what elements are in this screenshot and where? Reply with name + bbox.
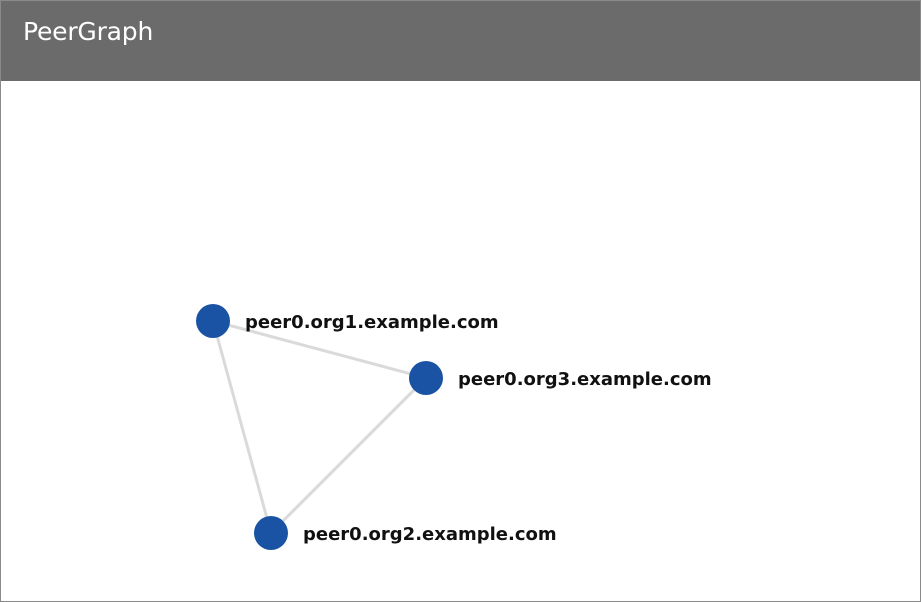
peer-node-circle[interactable] <box>254 516 288 550</box>
peer-node-circle[interactable] <box>409 361 443 395</box>
peer-node-label: peer0.org3.example.com <box>458 369 712 390</box>
graph-edge-org1-org3 <box>212 319 427 380</box>
panel-title: PeerGraph <box>23 17 154 46</box>
peer-node-org2[interactable]: peer0.org2.example.com <box>254 516 557 550</box>
peer-node-org3[interactable]: peer0.org3.example.com <box>409 361 712 395</box>
graph-canvas[interactable]: peer0.org1.example.com peer0.org3.example… <box>1 81 920 601</box>
peer-node-label: peer0.org1.example.com <box>245 312 499 333</box>
peer-node-circle[interactable] <box>196 304 230 338</box>
panel-header: PeerGraph <box>1 1 920 81</box>
peer-node-label: peer0.org2.example.com <box>303 524 557 545</box>
graph-edge-org1-org2 <box>211 320 273 534</box>
network-graph[interactable]: peer0.org1.example.com peer0.org3.example… <box>1 81 920 601</box>
peer-node-org1[interactable]: peer0.org1.example.com <box>196 304 499 338</box>
graph-edge-org3-org2 <box>269 376 428 535</box>
